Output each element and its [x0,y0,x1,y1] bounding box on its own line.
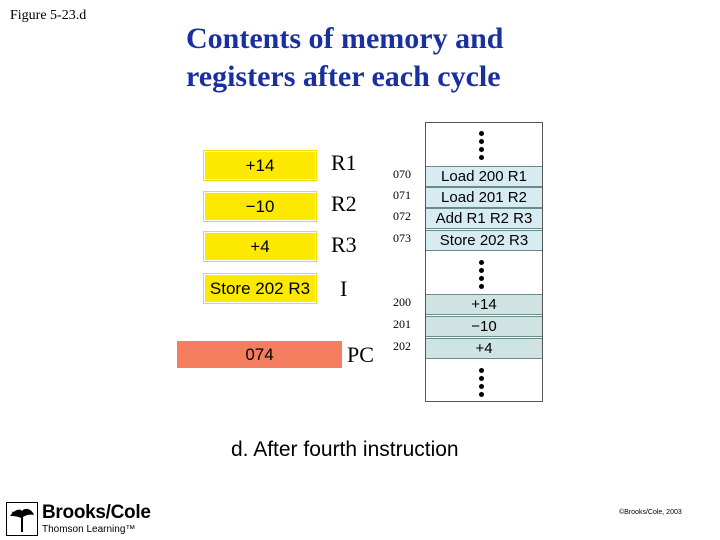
logo-subtitle: Thomson Learning™ [42,524,136,535]
logo-name: Brooks/Cole [42,502,151,523]
instruction-register-label: I [340,276,348,301]
memory-address: 072 [393,209,411,223]
figure-caption: d. After fourth instruction [231,438,459,461]
copyright-notice: ©Brooks/Cole, 2003 [619,509,682,516]
slide-title: Contents of memory and registers after e… [186,20,503,96]
register-r1-box: +14 [204,151,316,180]
register-r3-label: R3 [331,232,357,257]
publisher-logo: Brooks/Cole Thomson Learning™ [6,502,170,536]
memory-cell: Load 201 R2 [426,187,542,208]
memory-cell: −10 [426,316,542,337]
ellipsis-dots-top [479,131,487,163]
memory-address: 202 [393,339,411,353]
title-line-1: Contents of memory and [186,22,504,55]
memory-address: 201 [393,317,411,331]
register-r2-box: −10 [204,192,316,221]
instruction-register-box: Store 202 R3 [204,274,316,303]
memory-cell: Add R1 R2 R3 [426,208,542,229]
program-counter-label: PC [347,342,374,367]
memory-address: 071 [393,188,411,202]
memory-block: Load 200 R1 Load 201 R2 Add R1 R2 R3 Sto… [425,122,543,402]
memory-cell: Load 200 R1 [426,166,542,187]
figure-label: Figure 5-23.d [10,8,87,23]
program-counter-box: 074 [177,341,342,368]
memory-cell: +14 [426,294,542,315]
memory-address: 200 [393,295,411,309]
register-r1-label: R1 [331,150,357,175]
memory-address: 073 [393,231,411,245]
register-r3-box: +4 [204,232,316,261]
memory-address: 070 [393,167,411,181]
ellipsis-dots-bottom [479,368,487,400]
memory-cell: +4 [426,338,542,359]
tree-icon [6,502,38,536]
ellipsis-dots-middle [479,260,487,292]
register-r2-label: R2 [331,191,357,216]
memory-cell: Store 202 R3 [426,230,542,251]
title-line-2: registers after each cycle [186,60,501,93]
